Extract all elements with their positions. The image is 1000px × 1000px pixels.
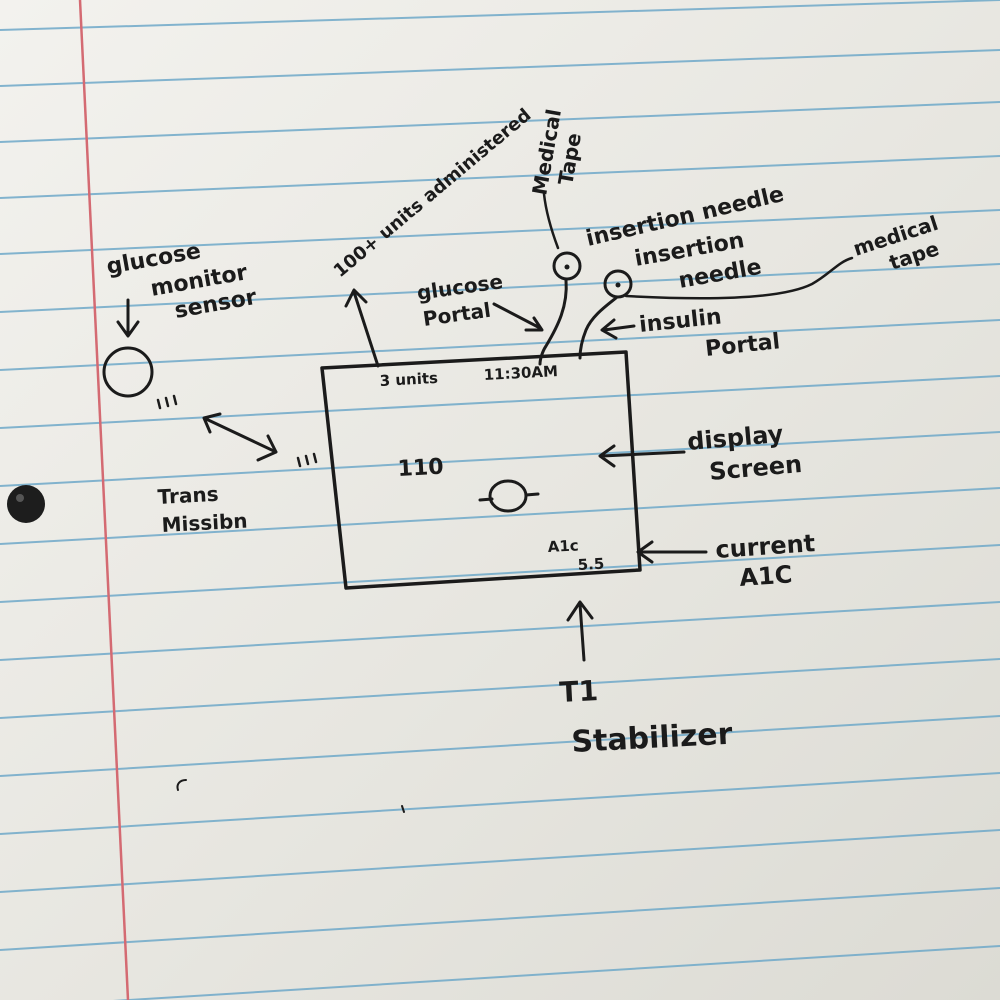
insulin-needle-circle: [603, 269, 633, 299]
margin-line: [78, 0, 130, 1000]
screen-time: 11:30AM: [483, 362, 558, 384]
transmission-label-line-2: Missibn: [161, 509, 248, 537]
screen-a1c-value: 5.5: [577, 555, 604, 574]
stray-mark: [176, 779, 187, 791]
glucose-sensor-circle: [102, 346, 154, 398]
binder-hole-highlight: [16, 494, 24, 502]
transmission-arrow: [202, 412, 278, 462]
device-name-arrow: [566, 600, 594, 662]
stray-dot: [401, 805, 405, 813]
current-a1c-arrow: [636, 540, 708, 564]
device-outline: [320, 350, 642, 590]
sensor-arrow: [116, 298, 140, 338]
insulin-portal-label-line-1: insulin: [638, 304, 723, 338]
display-screen-label-line-1: display: [686, 420, 785, 456]
glucose-portal-label-line-1: glucose: [415, 269, 504, 305]
screen-glucose-value: 110: [397, 455, 444, 482]
insulin-portal-arrow: [600, 318, 636, 340]
glucose-portal-arrow: [492, 302, 544, 332]
device-name-line-1: T1: [559, 674, 599, 709]
units-arrow: [344, 288, 380, 368]
medical-tape-top-line: [542, 192, 560, 250]
glucose-tube: [538, 278, 568, 366]
glucose-needle-dot: [564, 264, 570, 270]
units-administered-label: 100+ units administered: [330, 105, 536, 282]
display-screen-label-line-2: Screen: [708, 450, 803, 486]
device-name-line-2: Stabilizer: [571, 717, 734, 760]
insulin-needle-dot: [615, 282, 621, 288]
medical-tape-right-line: [624, 256, 854, 300]
screen-status-icon: [478, 479, 540, 513]
signal-marks-device: [296, 452, 318, 468]
display-screen-arrow: [598, 444, 686, 468]
current-a1c-label-line-2: A1C: [738, 560, 793, 592]
transmission-label-line-1: Trans: [157, 482, 219, 509]
current-a1c-label-line-1: current: [714, 529, 816, 564]
screen-units: 3 units: [379, 369, 438, 390]
insulin-tube: [578, 296, 618, 360]
binder-hole: [7, 485, 45, 523]
signal-marks-sensor: [156, 394, 178, 410]
screen-a1c-label: A1c: [547, 536, 579, 556]
